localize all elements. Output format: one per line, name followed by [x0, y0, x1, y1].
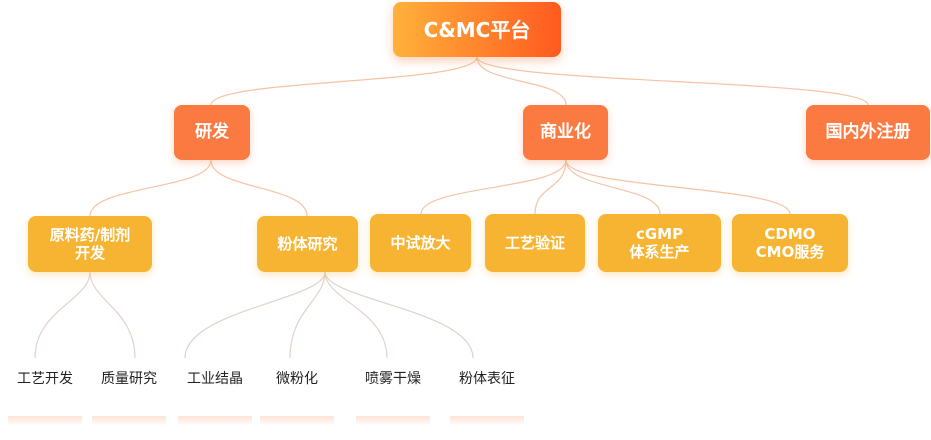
connector-rnd-powder — [210, 159, 308, 217]
connector-powder-crystal — [184, 271, 326, 359]
node-validation: 工艺验证 — [485, 214, 585, 272]
leaf-characterize: 粉体表征 — [459, 371, 515, 387]
connector-powder-spray — [324, 271, 388, 359]
connector-commercial-cgmp — [565, 159, 661, 215]
node-registration-label: 国内外注册 — [825, 122, 911, 143]
node-api-dev: 原料药/制剂 开发 — [28, 216, 152, 272]
node-commercial-label: 商业化 — [540, 122, 591, 143]
node-powder: 粉体研究 — [257, 216, 358, 272]
connector-commercial-cdmo — [565, 159, 791, 215]
connector-api-quality — [89, 271, 136, 359]
connector-root-rnd — [210, 56, 478, 106]
leaf-underline — [178, 416, 252, 426]
node-cgmp-line2: 体系生产 — [629, 243, 690, 261]
node-cdmo-line2: CMO服务 — [755, 243, 825, 261]
leaf-process-dev: 工艺开发 — [17, 371, 73, 387]
connector-commercial-pilot — [420, 159, 567, 215]
connector-rnd-api — [89, 159, 212, 217]
leaf-crystal: 工业结晶 — [187, 371, 243, 387]
connector-commercial-validation — [534, 159, 567, 215]
connector-powder-characterize — [324, 271, 474, 359]
root-label: C&MC平台 — [423, 17, 531, 42]
node-validation-label: 工艺验证 — [504, 234, 565, 252]
node-registration: 国内外注册 — [806, 105, 930, 160]
node-rnd: 研发 — [174, 105, 250, 160]
node-pilot-label: 中试放大 — [390, 234, 451, 252]
connector-root-commercial — [476, 56, 567, 106]
leaf-quality: 质量研究 — [101, 371, 157, 387]
node-api-dev-line1: 原料药/制剂 — [49, 226, 131, 244]
leaf-underline — [450, 416, 524, 426]
node-api-dev-line2: 开发 — [74, 244, 105, 262]
leaf-underline — [8, 416, 82, 426]
leaf-spray: 喷雾干燥 — [365, 371, 421, 387]
node-cdmo-line1: CDMO — [764, 225, 816, 243]
node-cgmp: cGMP 体系生产 — [598, 214, 721, 272]
leaf-underline — [356, 416, 430, 426]
node-commercial: 商业化 — [523, 105, 608, 160]
node-cdmo: CDMO CMO服务 — [732, 214, 848, 272]
node-cgmp-line1: cGMP — [635, 225, 684, 243]
node-powder-label: 粉体研究 — [277, 235, 338, 253]
connector-powder-micronize — [289, 271, 326, 359]
connector-root-registration — [476, 56, 869, 106]
root-node: C&MC平台 — [393, 2, 561, 57]
leaf-underline — [260, 416, 334, 426]
leaf-micronize: 微粉化 — [276, 371, 318, 387]
leaf-underline — [92, 416, 166, 426]
node-pilot: 中试放大 — [370, 214, 471, 272]
node-rnd-label: 研发 — [195, 122, 229, 143]
connector-api-process — [34, 271, 91, 359]
